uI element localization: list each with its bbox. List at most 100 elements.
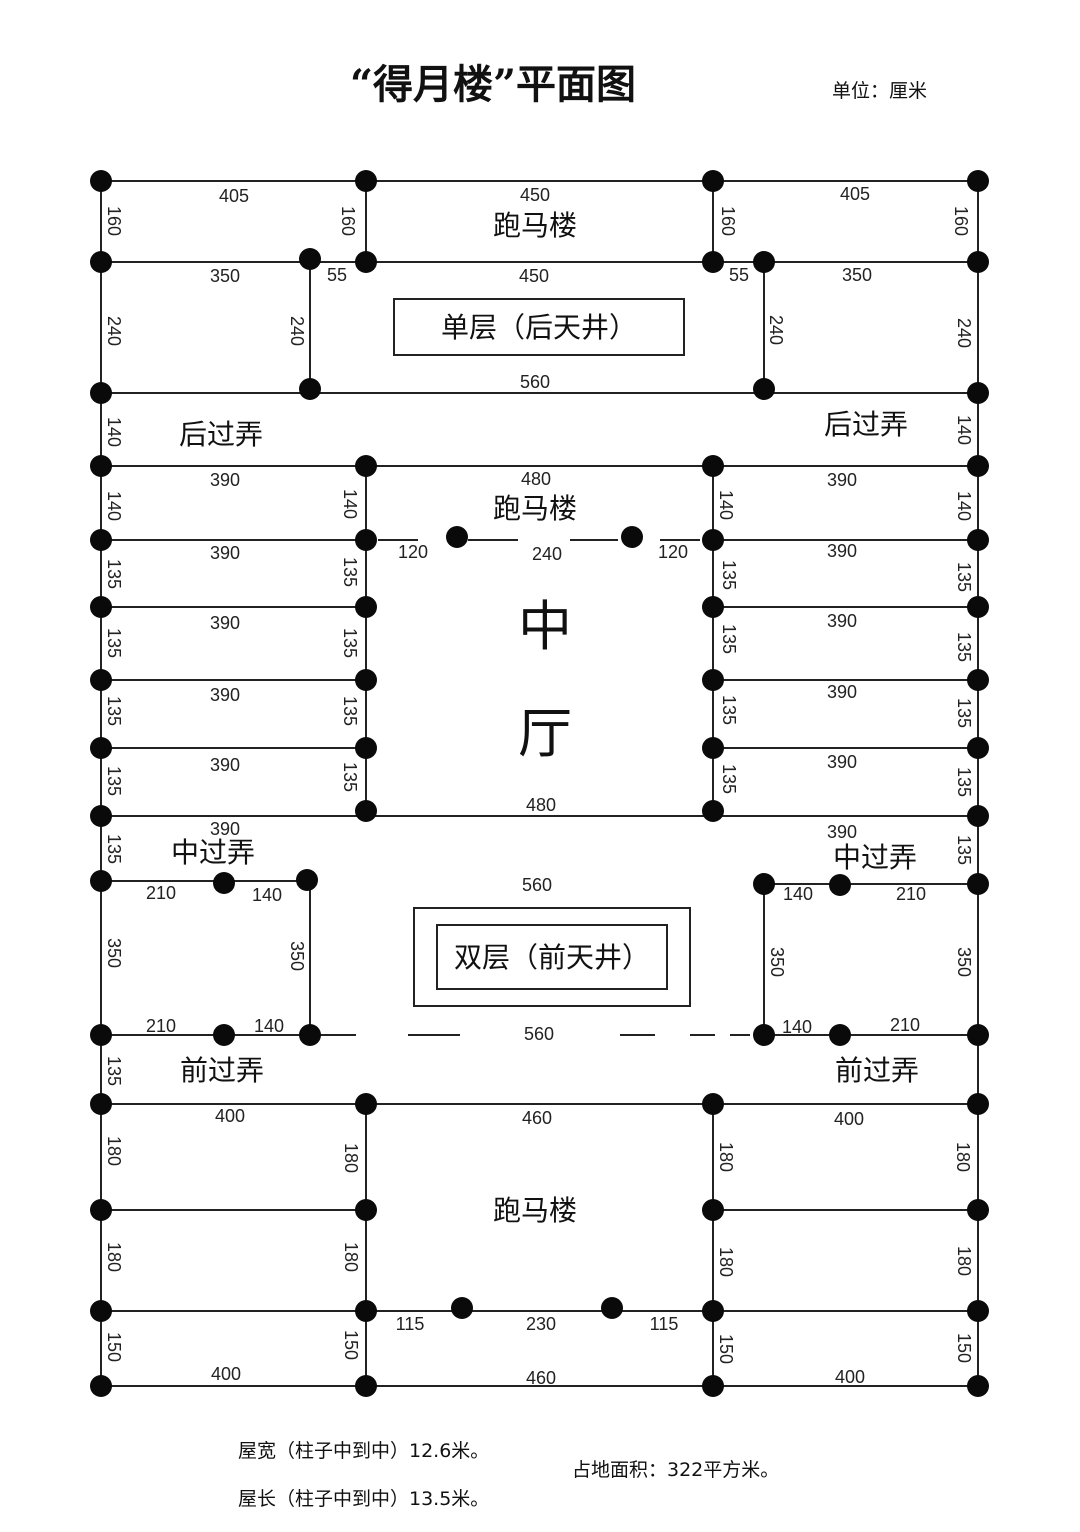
middle-lane-right-label: 中过弄 xyxy=(833,841,917,874)
dimension-label: 390 xyxy=(827,822,857,842)
rear-hall-label: 跑马楼 xyxy=(493,209,577,242)
horizontal-dimensions: 405 450 405 350 55 450 55 350 560 390 48… xyxy=(146,184,926,1388)
dimension-label: 400 xyxy=(211,1364,241,1384)
dimension-label: 135 xyxy=(104,766,124,796)
dimension-label: 240 xyxy=(287,316,307,346)
dimension-label: 115 xyxy=(396,1314,425,1334)
dimension-label: 135 xyxy=(104,628,124,658)
dimension-label: 135 xyxy=(104,696,124,726)
dimension-label: 350 xyxy=(104,938,124,968)
dimension-label: 240 xyxy=(954,318,974,348)
front-hall-label: 跑马楼 xyxy=(493,1194,577,1227)
dimension-label: 390 xyxy=(210,613,240,633)
dimension-label: 460 xyxy=(526,1368,556,1388)
dimension-label: 390 xyxy=(210,470,240,490)
dimension-label: 140 xyxy=(104,491,124,521)
dimension-label: 180 xyxy=(104,1136,124,1166)
dimension-label: 135 xyxy=(104,559,124,589)
middle-center-char-1: 中 xyxy=(518,595,572,658)
dimension-label: 180 xyxy=(341,1242,361,1272)
dimension-label: 140 xyxy=(954,415,974,445)
dimension-label: 405 xyxy=(219,186,249,206)
dimension-label: 400 xyxy=(215,1106,245,1126)
dimension-label: 390 xyxy=(827,752,857,772)
dimension-label: 135 xyxy=(954,835,974,865)
dimension-label: 390 xyxy=(827,611,857,631)
dimension-label: 135 xyxy=(340,628,360,658)
dimension-label: 390 xyxy=(827,682,857,702)
site-area-note: 占地面积：322平方米。 xyxy=(572,1459,779,1481)
middle-hall-label: 跑马楼 xyxy=(493,492,577,525)
house-length-note: 屋长（柱子中到中）13.5米。 xyxy=(238,1488,489,1510)
rear-court-label: 单层（后天井） xyxy=(441,311,637,344)
dimension-label: 180 xyxy=(716,1247,736,1277)
dimension-label: 160 xyxy=(104,206,124,236)
dimension-label: 140 xyxy=(954,491,974,521)
dimension-label: 135 xyxy=(954,632,974,662)
dimension-label: 350 xyxy=(842,265,872,285)
dimension-label: 140 xyxy=(254,1016,284,1036)
dimension-label: 450 xyxy=(519,266,549,286)
dimension-label: 160 xyxy=(718,206,738,236)
dimension-label: 150 xyxy=(716,1334,736,1364)
front-lane-right-label: 前过弄 xyxy=(835,1054,919,1087)
dimension-label: 135 xyxy=(954,698,974,728)
dimension-label: 350 xyxy=(210,266,240,286)
dimension-label: 350 xyxy=(287,941,307,971)
dimension-label: 135 xyxy=(719,695,739,725)
dimension-label: 480 xyxy=(521,469,551,489)
middle-center-char-2: 厅 xyxy=(518,702,572,765)
dimension-label: 210 xyxy=(146,883,176,903)
dimension-label: 120 xyxy=(658,542,688,562)
dimension-label: 390 xyxy=(210,685,240,705)
page-title: “得月楼”平面图 xyxy=(350,61,636,108)
dimension-label: 350 xyxy=(954,947,974,977)
front-lane-left-label: 前过弄 xyxy=(180,1054,264,1087)
dimension-label: 115 xyxy=(650,1314,679,1334)
dimension-label: 180 xyxy=(716,1142,736,1172)
dimension-label: 120 xyxy=(398,542,428,562)
dimension-label: 160 xyxy=(338,206,358,236)
dimension-label: 140 xyxy=(716,490,736,520)
dimension-label: 560 xyxy=(522,875,552,895)
dimension-label: 140 xyxy=(252,885,282,905)
dimension-label: 240 xyxy=(104,316,124,346)
dimension-label: 135 xyxy=(340,696,360,726)
dimension-label: 400 xyxy=(834,1109,864,1129)
dimension-label: 135 xyxy=(719,764,739,794)
dimension-label: 160 xyxy=(951,206,971,236)
dimension-label: 350 xyxy=(767,947,787,977)
dimension-label: 450 xyxy=(520,185,550,205)
dimension-label: 210 xyxy=(146,1016,176,1036)
dimension-label: 135 xyxy=(954,562,974,592)
dimension-label: 560 xyxy=(524,1024,554,1044)
dimension-label: 150 xyxy=(341,1330,361,1360)
vertical-dimensions: 160 160 160 160 240 240 240 240 140 140 … xyxy=(104,206,974,1364)
dimension-label: 55 xyxy=(327,265,347,285)
dimension-label: 210 xyxy=(890,1015,920,1035)
dimension-label: 230 xyxy=(526,1314,556,1334)
dimension-label: 390 xyxy=(827,541,857,561)
dimension-label: 135 xyxy=(104,1056,124,1086)
dimension-label: 480 xyxy=(526,795,556,815)
dimension-label: 390 xyxy=(210,543,240,563)
dimension-label: 140 xyxy=(783,884,813,904)
dimension-label: 560 xyxy=(520,372,550,392)
dimension-label: 135 xyxy=(954,767,974,797)
dimension-label: 210 xyxy=(896,884,926,904)
dimension-label: 460 xyxy=(522,1108,552,1128)
dimension-label: 140 xyxy=(340,489,360,519)
rear-lane-left-label: 后过弄 xyxy=(179,418,263,451)
front-court-label: 双层（前天井） xyxy=(454,941,650,974)
dimension-label: 135 xyxy=(340,762,360,792)
dimension-label: 180 xyxy=(953,1142,973,1172)
rear-lane-right-label: 后过弄 xyxy=(824,408,908,441)
dimension-label: 150 xyxy=(104,1332,124,1362)
dimension-label: 180 xyxy=(341,1143,361,1173)
dimension-label: 180 xyxy=(954,1246,974,1276)
dimension-label: 135 xyxy=(719,624,739,654)
dimension-label: 135 xyxy=(340,557,360,587)
dimension-label: 390 xyxy=(827,470,857,490)
dimension-label: 140 xyxy=(104,417,124,447)
